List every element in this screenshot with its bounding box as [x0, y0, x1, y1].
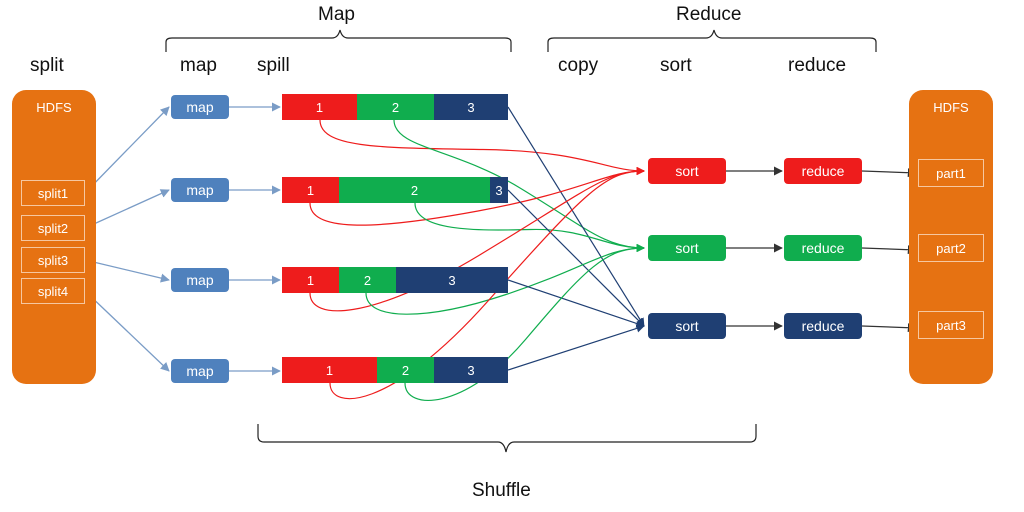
split-box-2: split2	[21, 215, 85, 241]
hdfs-input-label: HDFS	[36, 100, 72, 115]
output-part-1: part1	[918, 159, 984, 187]
map-phase-header: Map	[318, 4, 355, 25]
split-box-1: split1	[21, 180, 85, 206]
split-to-map-arrow-3	[84, 259, 170, 283]
hdfs-output-label: HDFS	[933, 100, 969, 115]
shuffle-curve-spill2-p3	[507, 189, 645, 327]
shuffle-curve-spill3-p1	[309, 166, 645, 312]
reduce-column-header: reduce	[788, 55, 847, 76]
shuffle-curve-spill3-p3	[507, 279, 645, 328]
spill-4-partition-2: 2	[377, 357, 434, 383]
spill-1-partition-3: 3	[434, 94, 508, 120]
split-to-map-arrow-4	[84, 290, 170, 372]
spill-3-partition-2: 2	[339, 267, 396, 293]
split-to-map-arrow-1	[84, 106, 170, 194]
shuffle-curve-spill1-p2	[393, 119, 645, 253]
shuffle-curve-spill4-p1	[329, 166, 645, 400]
spill-3-partition-1: 1	[282, 267, 339, 293]
spill-2-partition-2: 2	[339, 177, 490, 203]
reduce-to-output-arrow-2	[861, 245, 917, 255]
split-box-3: split3	[21, 247, 85, 273]
shuffle-curve-spill1-p3	[507, 106, 645, 327]
output-part-3: part3	[918, 311, 984, 339]
shuffle-curve-spill1-p1	[319, 119, 645, 176]
shuffle-label: Shuffle	[472, 480, 531, 501]
spill-4-partition-3: 3	[434, 357, 508, 383]
split-column-header: split	[30, 55, 64, 76]
split-box-4: split4	[21, 278, 85, 304]
output-part-2: part2	[918, 234, 984, 262]
hdfs-input: HDFS	[12, 90, 96, 384]
sort-task-3: sort	[648, 313, 726, 339]
spill-1-partition-1: 1	[282, 94, 357, 120]
copy-column-header: copy	[558, 55, 599, 76]
reduce-task-2: reduce	[784, 235, 862, 261]
spill-2-partition-3: 3	[490, 177, 508, 203]
shuffle-curve-spill4-p3	[507, 324, 645, 371]
reduce-task-1: reduce	[784, 158, 862, 184]
spill-2-partition-1: 1	[282, 177, 339, 203]
sort-task-2: sort	[648, 235, 726, 261]
map-column-header: map	[180, 55, 217, 76]
map-task-4: map	[171, 359, 229, 383]
spill-3-partition-3: 3	[396, 267, 508, 293]
reduce-to-output-arrow-3	[861, 323, 917, 333]
map-task-3: map	[171, 268, 229, 292]
spill-4-partition-1: 1	[282, 357, 377, 383]
spill-column-header: spill	[257, 55, 290, 76]
sort-column-header: sort	[660, 55, 692, 76]
reduce-phase-header: Reduce	[676, 4, 742, 25]
hdfs-output: HDFS	[909, 90, 993, 384]
shuffle-curve-spill2-p2	[414, 202, 645, 253]
sort-task-1: sort	[648, 158, 726, 184]
map-phase-brace	[165, 29, 512, 52]
map-task-1: map	[171, 95, 229, 119]
shuffle-curve-spill4-p2	[404, 243, 645, 401]
split-to-map-arrow-2	[84, 189, 170, 229]
shuffle-brace	[257, 424, 757, 453]
reduce-task-3: reduce	[784, 313, 862, 339]
shuffle-curve-spill3-p2	[365, 243, 645, 315]
shuffle-curve-spill2-p1	[309, 166, 645, 226]
map-task-2: map	[171, 178, 229, 202]
reduce-phase-brace	[547, 29, 877, 52]
reduce-to-output-arrow-1	[861, 168, 917, 178]
spill-1-partition-2: 2	[357, 94, 434, 120]
